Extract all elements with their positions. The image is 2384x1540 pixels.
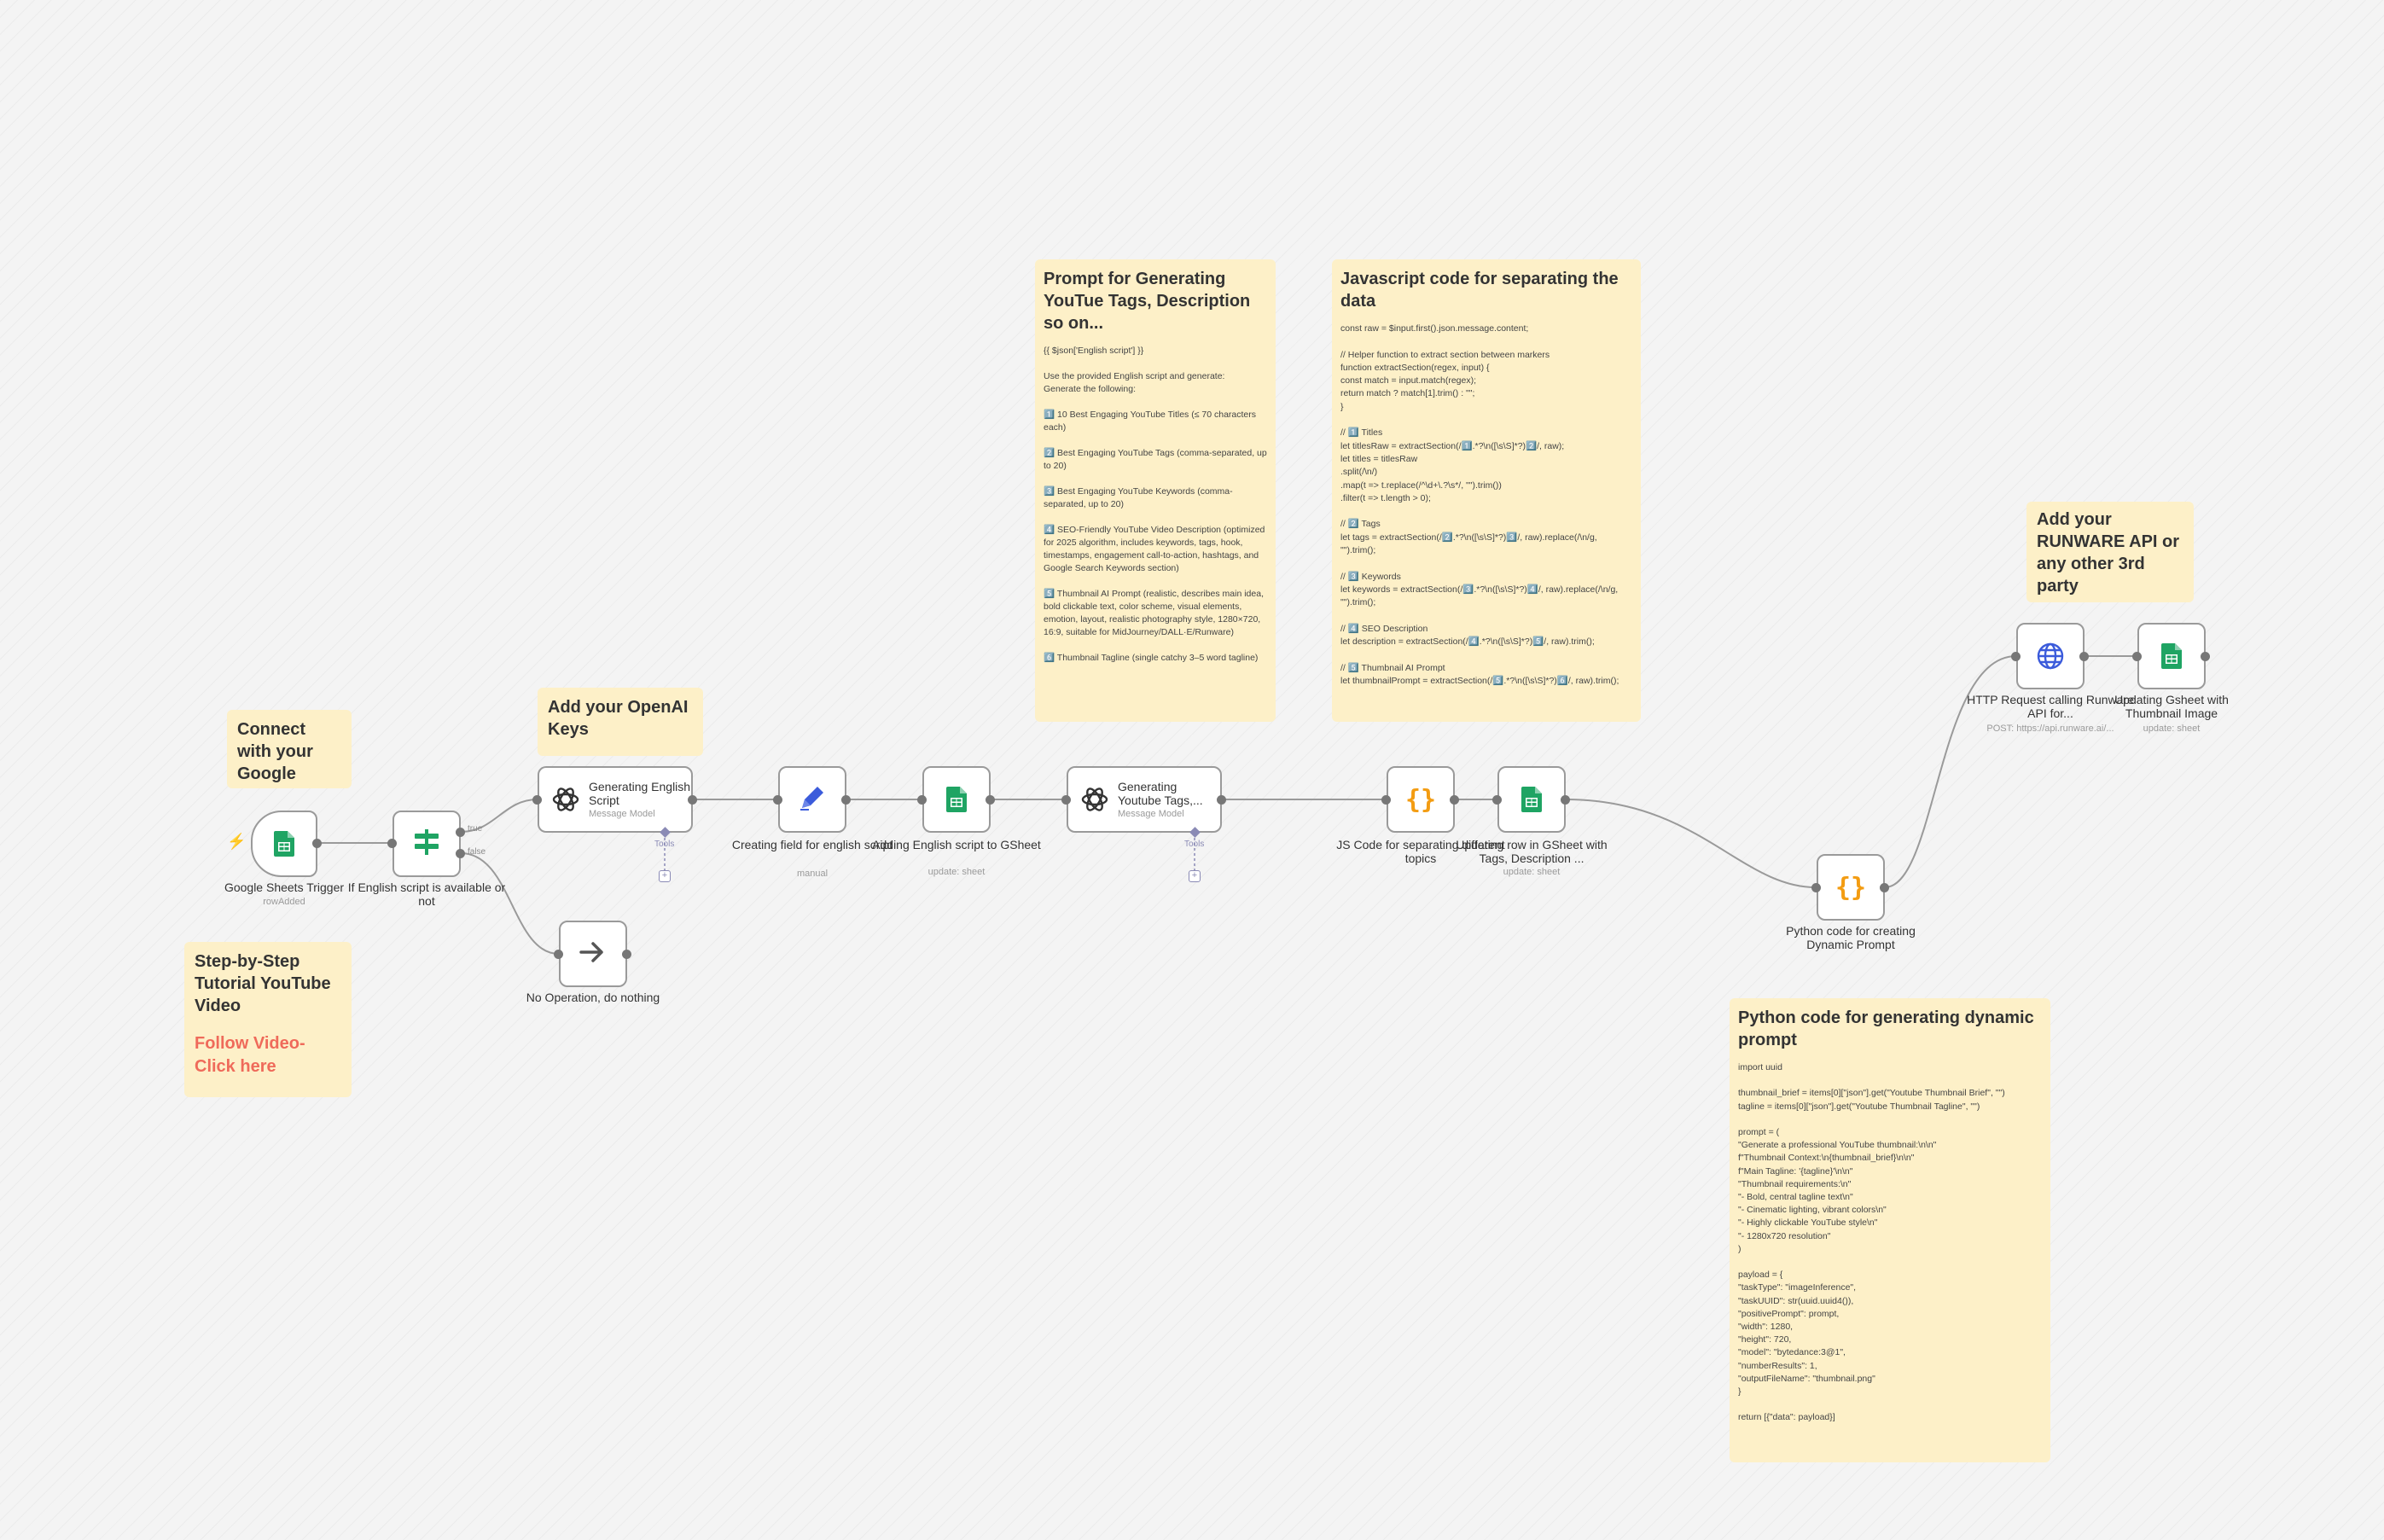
input-port[interactable] bbox=[773, 795, 782, 805]
sticky-title: Python code for generating dynamic promp… bbox=[1738, 1008, 2034, 1049]
node-label: Adding English script to GSheet bbox=[872, 838, 1041, 851]
creating-field-node[interactable] bbox=[778, 766, 846, 833]
if-script-node[interactable] bbox=[392, 811, 461, 877]
output-port[interactable] bbox=[1880, 883, 1889, 892]
http-request-node[interactable] bbox=[2016, 623, 2085, 689]
sticky-title: Connect with your Google Sheet bbox=[237, 720, 313, 788]
node-sublabel: POST: https://api.runware.ai/... bbox=[1986, 724, 2114, 734]
trigger-bolt-icon: ⚡ bbox=[227, 833, 247, 850]
sticky-title: Add your OpenAI Keys bbox=[548, 698, 689, 739]
sticky-runware[interactable]: Add your RUNWARE API or any other 3rd pa… bbox=[2026, 502, 2194, 602]
updating-row-node[interactable] bbox=[1497, 766, 1566, 833]
false-branch-label: false bbox=[468, 847, 486, 857]
output-port[interactable] bbox=[2201, 652, 2210, 661]
node-sublabel: rowAdded bbox=[263, 897, 305, 907]
input-port[interactable] bbox=[1061, 795, 1071, 805]
node-sublabel: update: sheet bbox=[2143, 724, 2201, 734]
node-label: Google Sheets Trigger bbox=[224, 880, 345, 894]
google-sheets-icon bbox=[274, 831, 294, 857]
output-port[interactable] bbox=[1450, 795, 1459, 805]
input-port[interactable] bbox=[1492, 795, 1502, 805]
node-label: Python code for creating Dynamic Prompt bbox=[1786, 924, 1916, 951]
true-branch-label: true bbox=[468, 824, 483, 834]
node-subtitle: Message Model bbox=[589, 809, 655, 819]
output-port[interactable] bbox=[622, 950, 631, 959]
google-sheets-icon bbox=[1521, 787, 1542, 812]
node-sublabel: manual bbox=[796, 869, 829, 879]
add-tool-button[interactable]: + bbox=[1189, 870, 1201, 882]
node-title: Generating Youtube Tags,... bbox=[1118, 780, 1203, 807]
generating-english-script-node[interactable]: Generating English Script Message Model bbox=[538, 766, 693, 833]
output-port[interactable] bbox=[1217, 795, 1226, 805]
wire-python-to-http bbox=[1884, 655, 2017, 888]
adding-english-script-node[interactable] bbox=[922, 766, 991, 833]
output-port[interactable] bbox=[986, 795, 995, 805]
no-operation-node[interactable] bbox=[559, 921, 627, 987]
sticky-prompt-tags[interactable]: Prompt for Generating YouTue Tags, Descr… bbox=[1035, 259, 1276, 722]
google-sheets-trigger-node[interactable] bbox=[251, 811, 317, 877]
input-port[interactable] bbox=[2011, 652, 2021, 661]
arrow-right-icon bbox=[579, 941, 607, 968]
node-label: If English script is available or not bbox=[347, 880, 506, 908]
input-port[interactable] bbox=[387, 839, 397, 848]
output-port[interactable] bbox=[1561, 795, 1570, 805]
node-label: HTTP Request calling Runware API for... bbox=[1967, 693, 2134, 720]
output-port[interactable] bbox=[2079, 652, 2089, 661]
true-output-port[interactable] bbox=[456, 828, 465, 837]
openai-icon bbox=[551, 785, 580, 814]
node-label: JS Code for separating different topics bbox=[1336, 838, 1505, 865]
globe-icon bbox=[2036, 642, 2065, 671]
input-port[interactable] bbox=[917, 795, 927, 805]
add-tool-button[interactable]: + bbox=[659, 870, 671, 882]
input-port[interactable] bbox=[1381, 795, 1391, 805]
input-port[interactable] bbox=[532, 795, 542, 805]
sticky-body: const raw = $input.first().json.message.… bbox=[1340, 323, 1619, 687]
code-braces-icon: {} bbox=[1404, 784, 1437, 815]
input-port[interactable] bbox=[2132, 652, 2142, 661]
sticky-body: {{ $json['English script'] }} Use the pr… bbox=[1044, 346, 1267, 663]
sticky-google-sheet[interactable]: Connect with your Google Sheet bbox=[227, 710, 352, 788]
pencil-icon bbox=[798, 783, 827, 816]
false-output-port[interactable] bbox=[456, 849, 465, 858]
node-sublabel: update: sheet bbox=[1503, 867, 1561, 877]
node-label: No Operation, do nothing bbox=[526, 991, 660, 1004]
sticky-js-code[interactable]: Javascript code for separating the data … bbox=[1332, 259, 1641, 722]
tutorial-video-link[interactable]: Follow Video- Click here bbox=[195, 1034, 305, 1076]
sticky-python-code[interactable]: Python code for generating dynamic promp… bbox=[1730, 998, 2050, 1462]
sticky-title: Add your RUNWARE API or any other 3rd pa… bbox=[2037, 510, 2180, 596]
sticky-openai-keys[interactable]: Add your OpenAI Keys bbox=[538, 688, 703, 756]
input-port[interactable] bbox=[1811, 883, 1821, 892]
google-sheets-icon bbox=[946, 787, 967, 812]
updating-thumbnail-node[interactable] bbox=[2137, 623, 2206, 689]
openai-icon bbox=[1080, 785, 1109, 814]
node-sublabel: update: sheet bbox=[927, 867, 986, 877]
node-subtitle: Message Model bbox=[1118, 809, 1184, 819]
generating-youtube-tags-node[interactable]: Generating Youtube Tags,... Message Mode… bbox=[1067, 766, 1222, 833]
sticky-body: import uuid thumbnail_brief = items[0]["… bbox=[1738, 1062, 2005, 1423]
sticky-title: Prompt for Generating YouTue Tags, Descr… bbox=[1044, 270, 1251, 333]
if-branch-icon bbox=[413, 828, 440, 859]
sticky-title: Javascript code for separating the data bbox=[1340, 270, 1619, 311]
node-label: Updating row in GSheet with Tags, Descri… bbox=[1456, 838, 1608, 865]
tools-label: Tools bbox=[654, 840, 675, 849]
node-label: Updating Gsheet with Thumbnail Image bbox=[2114, 693, 2229, 720]
output-port[interactable] bbox=[841, 795, 851, 805]
google-sheets-icon bbox=[2161, 643, 2182, 669]
sticky-tutorial[interactable]: Step-by-Step Tutorial YouTube Video Foll… bbox=[184, 942, 352, 1097]
node-title: Generating English Script bbox=[589, 780, 691, 807]
tools-label: Tools bbox=[1184, 840, 1205, 849]
input-port[interactable] bbox=[554, 950, 563, 959]
output-port[interactable] bbox=[312, 839, 322, 848]
node-label: Creating field for english script bbox=[731, 838, 893, 851]
output-port[interactable] bbox=[688, 795, 697, 805]
sticky-title: Step-by-Step Tutorial YouTube Video bbox=[195, 952, 331, 1015]
code-braces-icon: {} bbox=[1835, 872, 1867, 903]
js-code-node[interactable]: {} bbox=[1387, 766, 1455, 833]
python-code-node[interactable]: {} bbox=[1817, 854, 1885, 921]
